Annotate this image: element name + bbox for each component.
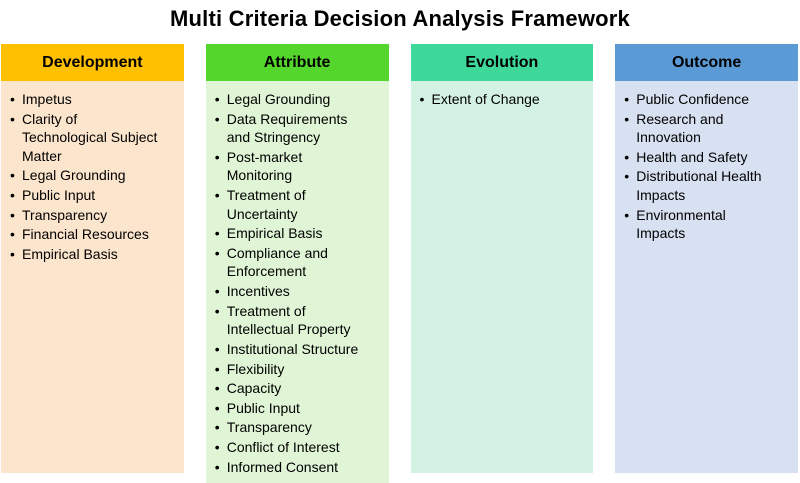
list-item: • Clarity of Technological Subject Matter <box>9 110 164 166</box>
bullet-icon: • <box>214 340 220 357</box>
framework-column-outcome: Outcome • Public Confidence • Research and… <box>615 44 798 473</box>
bullet-icon: • <box>10 206 15 223</box>
list-item: • Extent of Change <box>419 90 574 109</box>
list-item: • Incentives <box>214 282 369 301</box>
list-item: • Public Input <box>214 399 369 418</box>
list-item: • Conflict of Interest <box>214 438 369 457</box>
page-title: Multi Criteria Decision Analysis Framewo… <box>170 6 630 31</box>
column-header: Outcome <box>615 44 798 81</box>
bullet-icon: • <box>214 283 220 300</box>
column-item-list: • Legal Grounding • Data Requirements and … <box>205 81 389 483</box>
list-item: • Capacity <box>214 379 369 398</box>
column-header: Attribute <box>205 44 389 81</box>
list-item-label: Compliance and Enforcement <box>226 244 328 280</box>
list-item: • Compliance and Enforcement <box>214 244 369 281</box>
bullet-icon: • <box>419 91 425 107</box>
list-item-label: Treatment of Uncertainty <box>226 187 306 222</box>
list-item: • Treatment of Uncertainty <box>214 186 369 223</box>
list-item: • Treatment of Intellectual Property <box>214 302 369 339</box>
bullet-icon: • <box>624 110 630 127</box>
list-item-label: Post-market Monitoring <box>226 148 303 184</box>
framework-column-attribute: Attribute • Legal Grounding • Data Require… <box>205 44 389 483</box>
list-item: • Legal Grounding <box>9 166 164 185</box>
list-item-label: Distributional Health Impacts <box>636 168 762 204</box>
column-header: Development <box>1 44 184 81</box>
bullet-icon: • <box>10 167 15 184</box>
list-item-label: Flexibility <box>226 360 285 377</box>
framework-column-evolution: Evolution • Extent of Change <box>410 44 594 473</box>
bullet-icon: • <box>10 110 15 127</box>
bullet-icon: • <box>214 110 220 127</box>
bullet-icon: • <box>624 91 630 107</box>
list-item-label: Institutional Structure <box>226 340 359 357</box>
bullet-icon: • <box>10 245 15 262</box>
list-item: • Data Requirements and Stringency <box>214 110 369 147</box>
bullet-icon: • <box>214 148 220 165</box>
list-item: • Financial Resources <box>9 225 164 244</box>
bullet-icon: • <box>214 187 220 204</box>
column-item-list: • Extent of Change <box>410 81 594 473</box>
list-item: • Environmental Impacts <box>623 206 778 243</box>
list-item: • Institutional Structure <box>214 340 369 359</box>
bullet-icon: • <box>214 302 220 319</box>
bullet-icon: • <box>214 225 220 242</box>
list-item-label: Incentives <box>226 283 290 300</box>
list-item-label: Public Input <box>22 187 96 204</box>
list-item-label: Research and Innovation <box>636 110 724 146</box>
list-item: • Impetus <box>9 90 164 109</box>
list-item: • Health and Safety <box>623 148 778 167</box>
list-item-label: Environmental Impacts <box>636 206 726 242</box>
list-item: • Public Input <box>9 186 164 205</box>
bullet-icon: • <box>10 91 15 107</box>
list-item-label: Informed Consent <box>226 458 339 475</box>
list-item: • Empirical Basis <box>9 245 164 264</box>
column-item-list: • Public Confidence • Research and Innovat… <box>615 81 798 473</box>
bullet-icon: • <box>214 419 220 436</box>
framework-column-development: Development • Impetus • Clarity of Technol… <box>1 44 184 473</box>
list-item-label: Legal Grounding <box>226 91 331 107</box>
list-item: • Post-market Monitoring <box>214 148 369 185</box>
list-item-label: Transparency <box>22 206 108 223</box>
list-item-label: Impetus <box>22 91 72 107</box>
bullet-icon: • <box>214 244 220 261</box>
list-item-label: Health and Safety <box>636 148 748 165</box>
columns-container: Development • Impetus • Clarity of Technol… <box>1 44 798 483</box>
bullet-icon: • <box>214 438 220 455</box>
list-item: • Transparency <box>9 206 164 225</box>
bullet-icon: • <box>10 226 15 243</box>
list-item: • Empirical Basis <box>214 224 369 243</box>
bullet-icon: • <box>10 187 15 204</box>
list-item: • Transparency <box>214 418 369 437</box>
bullet-icon: • <box>214 380 220 397</box>
list-item-label: Clarity of Technological Subject Matter <box>22 110 158 164</box>
list-item: • Public Confidence <box>623 90 778 109</box>
list-item-label: Data Requirements and Stringency <box>226 110 348 146</box>
bullet-icon: • <box>624 148 630 165</box>
column-header: Evolution <box>410 44 594 81</box>
column-item-list: • Impetus • Clarity of Technological Subje… <box>1 81 184 473</box>
list-item: • Legal Grounding <box>214 90 369 109</box>
list-item-label: Empirical Basis <box>226 225 323 242</box>
bullet-icon: • <box>214 360 220 377</box>
list-item-label: Public Confidence <box>636 91 750 107</box>
list-item-label: Conflict of Interest <box>226 438 340 455</box>
bullet-icon: • <box>214 458 220 475</box>
bullet-icon: • <box>624 206 630 223</box>
list-item-label: Empirical Basis <box>22 245 118 262</box>
list-item-label: Public Input <box>226 399 300 416</box>
list-item-label: Capacity <box>226 380 282 397</box>
bullet-icon: • <box>624 168 630 185</box>
list-item-label: Treatment of Intellectual Property <box>226 302 351 338</box>
list-item: • Flexibility <box>214 360 369 379</box>
list-item-label: Extent of Change <box>431 91 540 107</box>
list-item-label: Financial Resources <box>22 226 149 243</box>
list-item-label: Transparency <box>226 419 312 436</box>
list-item: • Informed Consent <box>214 458 369 477</box>
list-item-label: Legal Grounding <box>22 167 126 184</box>
bullet-icon: • <box>214 91 220 107</box>
bullet-icon: • <box>214 399 220 416</box>
list-item: • Research and Innovation <box>623 110 778 147</box>
list-item: • Distributional Health Impacts <box>623 167 778 204</box>
